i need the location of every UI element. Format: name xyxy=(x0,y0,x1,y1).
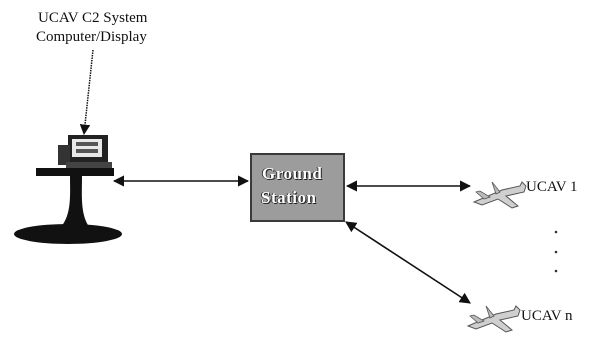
ellipsis-dots xyxy=(555,231,558,273)
link-ground-uavn xyxy=(346,222,470,303)
jet-aircraft-icon xyxy=(474,182,526,208)
computer-desk-icon xyxy=(14,135,122,244)
uav-n-label: UCAV n xyxy=(521,307,573,325)
computer-label-line2: Computer/Display xyxy=(36,28,147,46)
jet-aircraft-icon xyxy=(468,306,520,332)
ground-station-box: Ground Station xyxy=(250,153,345,222)
label-pointer-arrow xyxy=(84,50,93,134)
ground-station-label-line1: Ground xyxy=(262,164,322,184)
computer-label-line1: UCAV C2 System xyxy=(38,9,147,27)
uav-1-label: UCAV 1 xyxy=(526,178,578,196)
ground-station-label-line2: Station xyxy=(261,188,316,208)
